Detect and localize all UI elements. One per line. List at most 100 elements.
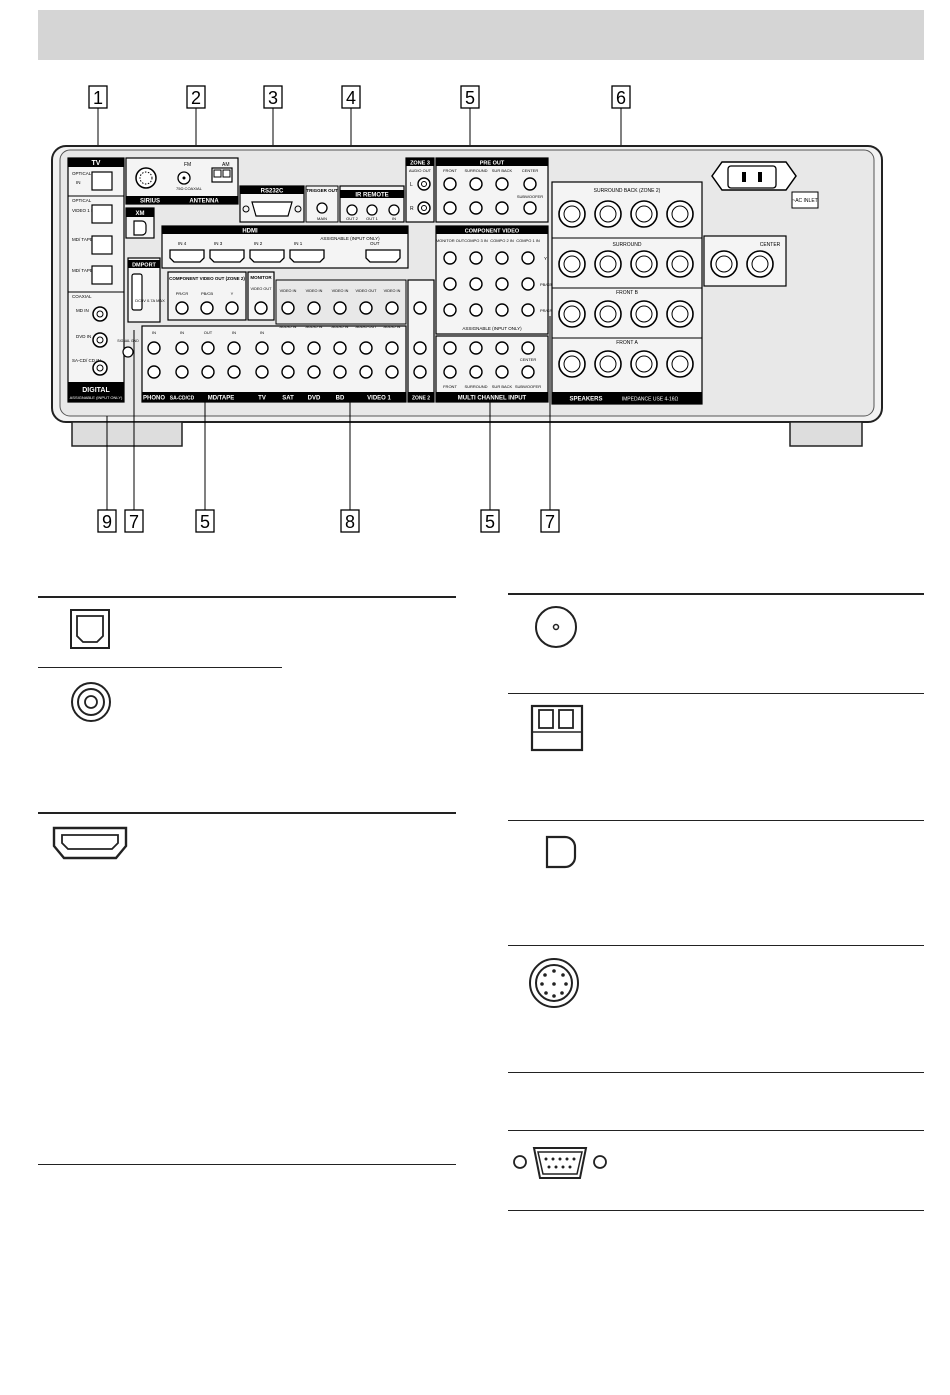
svg-text:6: 6 bbox=[616, 88, 626, 108]
svg-text:RS232C: RS232C bbox=[261, 189, 284, 195]
legend-right-rule-3 bbox=[508, 820, 924, 821]
legend-right-rule-4 bbox=[508, 945, 924, 946]
svg-text:COAXIAL: COAXIAL bbox=[72, 294, 92, 299]
svg-text:DMPORT: DMPORT bbox=[132, 263, 156, 269]
legend-left-rule-3 bbox=[38, 812, 456, 814]
svg-text:PR/CR: PR/CR bbox=[540, 308, 553, 313]
svg-text:VIDEO OUT: VIDEO OUT bbox=[356, 289, 378, 293]
svg-text:SA-CD/CD: SA-CD/CD bbox=[170, 396, 195, 402]
svg-text:5: 5 bbox=[200, 512, 210, 532]
xm-jack-icon bbox=[545, 835, 577, 869]
svg-text:3: 3 bbox=[268, 88, 278, 108]
svg-text:IN: IN bbox=[232, 330, 236, 335]
svg-text:AUDIO IN: AUDIO IN bbox=[306, 325, 323, 329]
rs232c-icon bbox=[513, 1147, 607, 1179]
svg-text:PB/CB: PB/CB bbox=[540, 282, 552, 287]
component-video-block: COMPONENT VIDEO MONITOR OUT COMPO 3 IN C… bbox=[435, 225, 553, 335]
svg-text:SURROUND: SURROUND bbox=[464, 384, 487, 389]
svg-text:FRONT B: FRONT B bbox=[616, 290, 639, 296]
svg-text:IN: IN bbox=[392, 216, 396, 221]
svg-text:9: 9 bbox=[102, 512, 112, 532]
svg-text:PR/CR: PR/CR bbox=[176, 291, 189, 296]
svg-text:FRONT: FRONT bbox=[443, 384, 457, 389]
svg-text:VIDEO IN: VIDEO IN bbox=[280, 289, 297, 293]
svg-text:SURROUND BACK (ZONE 2): SURROUND BACK (ZONE 2) bbox=[594, 188, 661, 194]
svg-text:VIDEO OUT: VIDEO OUT bbox=[251, 287, 273, 291]
svg-text:SUBWOOFER: SUBWOOFER bbox=[515, 384, 541, 389]
svg-text:MULTI CHANNEL INPUT: MULTI CHANNEL INPUT bbox=[458, 396, 527, 402]
multi-channel-block: CENTER FRONT SURROUND SUR BACK SUBWOOFER… bbox=[435, 335, 549, 403]
svg-text:CENTER: CENTER bbox=[760, 242, 781, 248]
svg-text:SUBWOOFER: SUBWOOFER bbox=[517, 194, 543, 199]
svg-text:7: 7 bbox=[545, 512, 555, 532]
svg-text:SURROUND: SURROUND bbox=[613, 242, 642, 248]
callout-7-left: 7 bbox=[124, 509, 144, 533]
svg-text:ASSIGNABLE (INPUT ONLY): ASSIGNABLE (INPUT ONLY) bbox=[320, 236, 380, 241]
svg-text:SIGNAL GND: SIGNAL GND bbox=[117, 339, 139, 343]
svg-text:TV: TV bbox=[92, 160, 101, 167]
svg-text:IN: IN bbox=[152, 330, 156, 335]
section-header-bar bbox=[38, 10, 924, 60]
callout-5-right: 5 bbox=[480, 509, 500, 533]
svg-text:COMPO 1 IN: COMPO 1 IN bbox=[516, 238, 540, 243]
xm-block: XM bbox=[125, 207, 155, 239]
ir-remote-block: IR REMOTE OUT 2 OUT 1 IN bbox=[339, 185, 405, 223]
component-out-zone2-block: COMPONENT VIDEO OUT (ZONE 2) PR/CR PB/CB… bbox=[167, 271, 275, 321]
av-inputs-strip: IN IN OUT IN IN VIDEO IN VIDEO IN VIDEO … bbox=[141, 279, 435, 403]
svg-text:VIDEO IN: VIDEO IN bbox=[384, 289, 401, 293]
svg-text:MAIN: MAIN bbox=[317, 216, 327, 221]
svg-text:IN 1: IN 1 bbox=[294, 241, 303, 246]
callout-7-right: 7 bbox=[540, 509, 560, 533]
svg-text:FRONT A: FRONT A bbox=[616, 340, 638, 346]
svg-text:PHONO: PHONO bbox=[143, 396, 165, 402]
svg-text:SIRIUS: SIRIUS bbox=[140, 199, 160, 205]
svg-text:COMPO 2 IN: COMPO 2 IN bbox=[490, 238, 514, 243]
svg-text:75Ω COAXIAL: 75Ω COAXIAL bbox=[176, 186, 203, 191]
svg-text:MD/ TAPE OUT: MD/ TAPE OUT bbox=[72, 268, 104, 273]
legend-right-rule-6 bbox=[508, 1130, 924, 1131]
svg-text:IR REMOTE: IR REMOTE bbox=[355, 193, 388, 199]
svg-text:SURROUND: SURROUND bbox=[464, 168, 487, 173]
svg-text:PRE OUT: PRE OUT bbox=[480, 161, 505, 167]
svg-text:OPTICAL: OPTICAL bbox=[72, 198, 92, 203]
svg-text:COMPO 3 IN: COMPO 3 IN bbox=[464, 238, 488, 243]
hdmi-icon bbox=[52, 826, 128, 860]
am-terminal-icon bbox=[530, 704, 584, 752]
zone3-preout-block: ZONE 3 AUDIO OUT L R PRE OUT FRONT SURRO… bbox=[405, 157, 549, 223]
callout-5-left: 5 bbox=[195, 509, 215, 533]
svg-text:VIDEO IN: VIDEO IN bbox=[332, 289, 349, 293]
svg-text:HDMI: HDMI bbox=[242, 229, 258, 235]
legend-left-top-rule bbox=[38, 596, 456, 598]
svg-text:TRIGGER OUT: TRIGGER OUT bbox=[306, 188, 338, 193]
svg-text:DVD IN: DVD IN bbox=[76, 334, 91, 339]
svg-text:SUR BACK: SUR BACK bbox=[492, 384, 513, 389]
svg-text:R: R bbox=[410, 206, 414, 212]
optical-icon bbox=[70, 609, 110, 649]
svg-text:Y: Y bbox=[544, 256, 547, 261]
svg-text:IN: IN bbox=[260, 330, 264, 335]
coaxial-jack-icon bbox=[71, 682, 111, 722]
svg-text:ZONE 2: ZONE 2 bbox=[412, 396, 430, 402]
svg-text:Y: Y bbox=[231, 291, 234, 296]
svg-text:COMPONENT VIDEO OUT (ZONE 2): COMPONENT VIDEO OUT (ZONE 2) bbox=[169, 276, 245, 281]
svg-text:IN 4: IN 4 bbox=[178, 241, 187, 246]
svg-text:MONITOR: MONITOR bbox=[250, 275, 272, 280]
digital-block: TV OPTICAL IN OPTICAL VIDEO 1 IN MD/ TAP… bbox=[67, 157, 125, 403]
legend-left-bottom-rule bbox=[38, 1164, 456, 1165]
svg-text:DC5V 0.7A MAX: DC5V 0.7A MAX bbox=[135, 298, 165, 303]
trigger-block: TRIGGER OUT MAIN bbox=[305, 185, 339, 223]
svg-text:MD/ TAPE IN: MD/ TAPE IN bbox=[72, 237, 99, 242]
svg-text:OUT 2: OUT 2 bbox=[346, 216, 358, 221]
fm-antenna-icon bbox=[535, 606, 577, 648]
svg-text:SPEAKERS: SPEAKERS bbox=[569, 397, 602, 403]
svg-text:AM: AM bbox=[222, 162, 230, 168]
svg-text:VIDEO 1 IN: VIDEO 1 IN bbox=[72, 208, 96, 213]
svg-text:ZONE 3: ZONE 3 bbox=[410, 161, 430, 167]
antenna-block: FM 75Ω COAXIAL AM SIRIUS ANTENNA bbox=[125, 157, 239, 205]
hdmi-block: HDMI ASSIGNABLE (INPUT ONLY) IN 4 IN 3 I… bbox=[161, 225, 409, 269]
legend-right-rule-5 bbox=[508, 1072, 924, 1073]
svg-text:CENTER: CENTER bbox=[520, 357, 537, 362]
svg-text:OUT: OUT bbox=[204, 330, 213, 335]
rear-panel-diagram: 1 2 3 4 5 6 TV OPTICAL IN OPTICAL VIDEO … bbox=[51, 85, 883, 533]
dmport-block: DMPORT DC5V 0.7A MAX SIGNAL GND bbox=[117, 257, 165, 358]
